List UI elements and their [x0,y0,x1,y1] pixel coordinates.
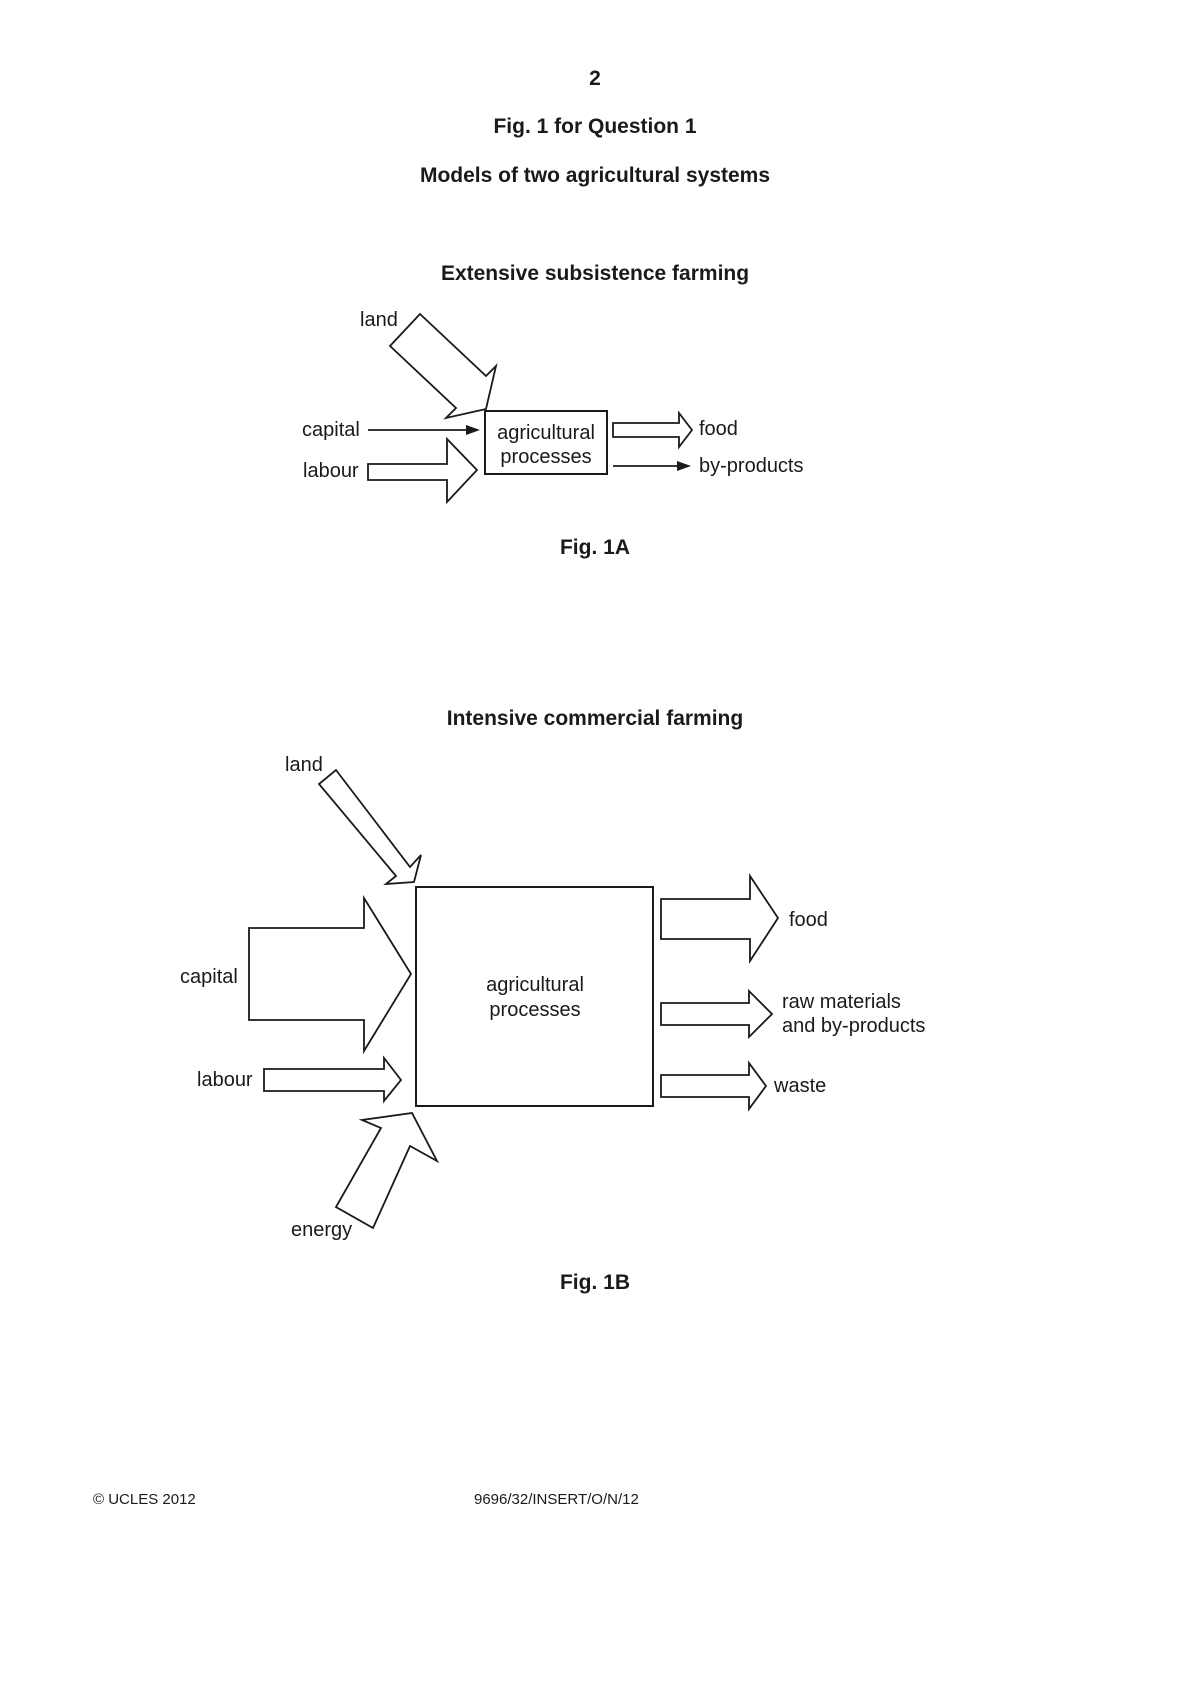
fig-b-raw-materials-arrow [660,988,774,1040]
fig-a-byproducts-arrowhead [677,461,691,471]
fig-b-labour-label: labour [197,1069,253,1091]
copyright-notice: © UCLES 2012 [93,1491,196,1508]
fig-b-food-arrow [660,873,780,965]
fig-b-raw-materials-label-2: and by-products [782,1015,925,1037]
fig-b-box-line1: agricultural [486,974,584,996]
fig-b-raw-materials-label-1: raw materials [782,991,901,1013]
fig-b-capital-arrow [248,894,413,1055]
figure-subtitle: Models of two agricultural systems [419,164,771,187]
page-number: 2 [589,67,601,90]
fig-a-box-line2: processes [500,446,591,468]
fig-b-labour-arrow [263,1055,403,1104]
fig-a-labour-label: labour [303,460,359,482]
fig-a-capital-arrowhead [466,425,480,435]
fig-a-food-arrow [612,410,694,450]
fig-b-land-label: land [285,754,323,776]
fig-a-caption: Fig. 1A [559,536,630,559]
fig-b-energy-label: energy [291,1219,352,1241]
fig-b-food-label: food [789,909,828,931]
fig-a-process-box [484,410,608,475]
figure-heading: Fig. 1 for Question 1 [493,115,697,138]
fig-a-box-line1: agricultural [497,422,595,444]
fig-a-capital-label: capital [302,419,360,441]
fig-b-diagram: agricultural processes land capital labo… [180,754,925,1241]
fig-b-waste-arrow [660,1060,768,1112]
fig-a-land-arrow [388,312,498,420]
fig-a-byproducts-label: by-products [699,455,804,477]
fig-b-box-line2: processes [489,999,580,1021]
fig-a-title: Extensive subsistence farming [440,262,750,285]
fig-b-waste-label: waste [773,1075,826,1097]
fig-b-process-box [415,886,654,1107]
fig-a-labour-arrow [367,436,479,505]
fig-b-caption: Fig. 1B [559,1271,630,1294]
fig-b-land-arrow [317,768,422,886]
document-code: 9696/32/INSERT/O/N/12 [474,1491,639,1508]
fig-a-land-label: land [360,309,398,331]
fig-b-energy-arrow [334,1112,440,1230]
fig-b-capital-label: capital [180,966,238,988]
fig-a-diagram: agricultural processes land capital labo… [302,309,804,505]
fig-b-title: Intensive commercial farming [446,707,744,730]
fig-a-food-label: food [699,418,738,440]
